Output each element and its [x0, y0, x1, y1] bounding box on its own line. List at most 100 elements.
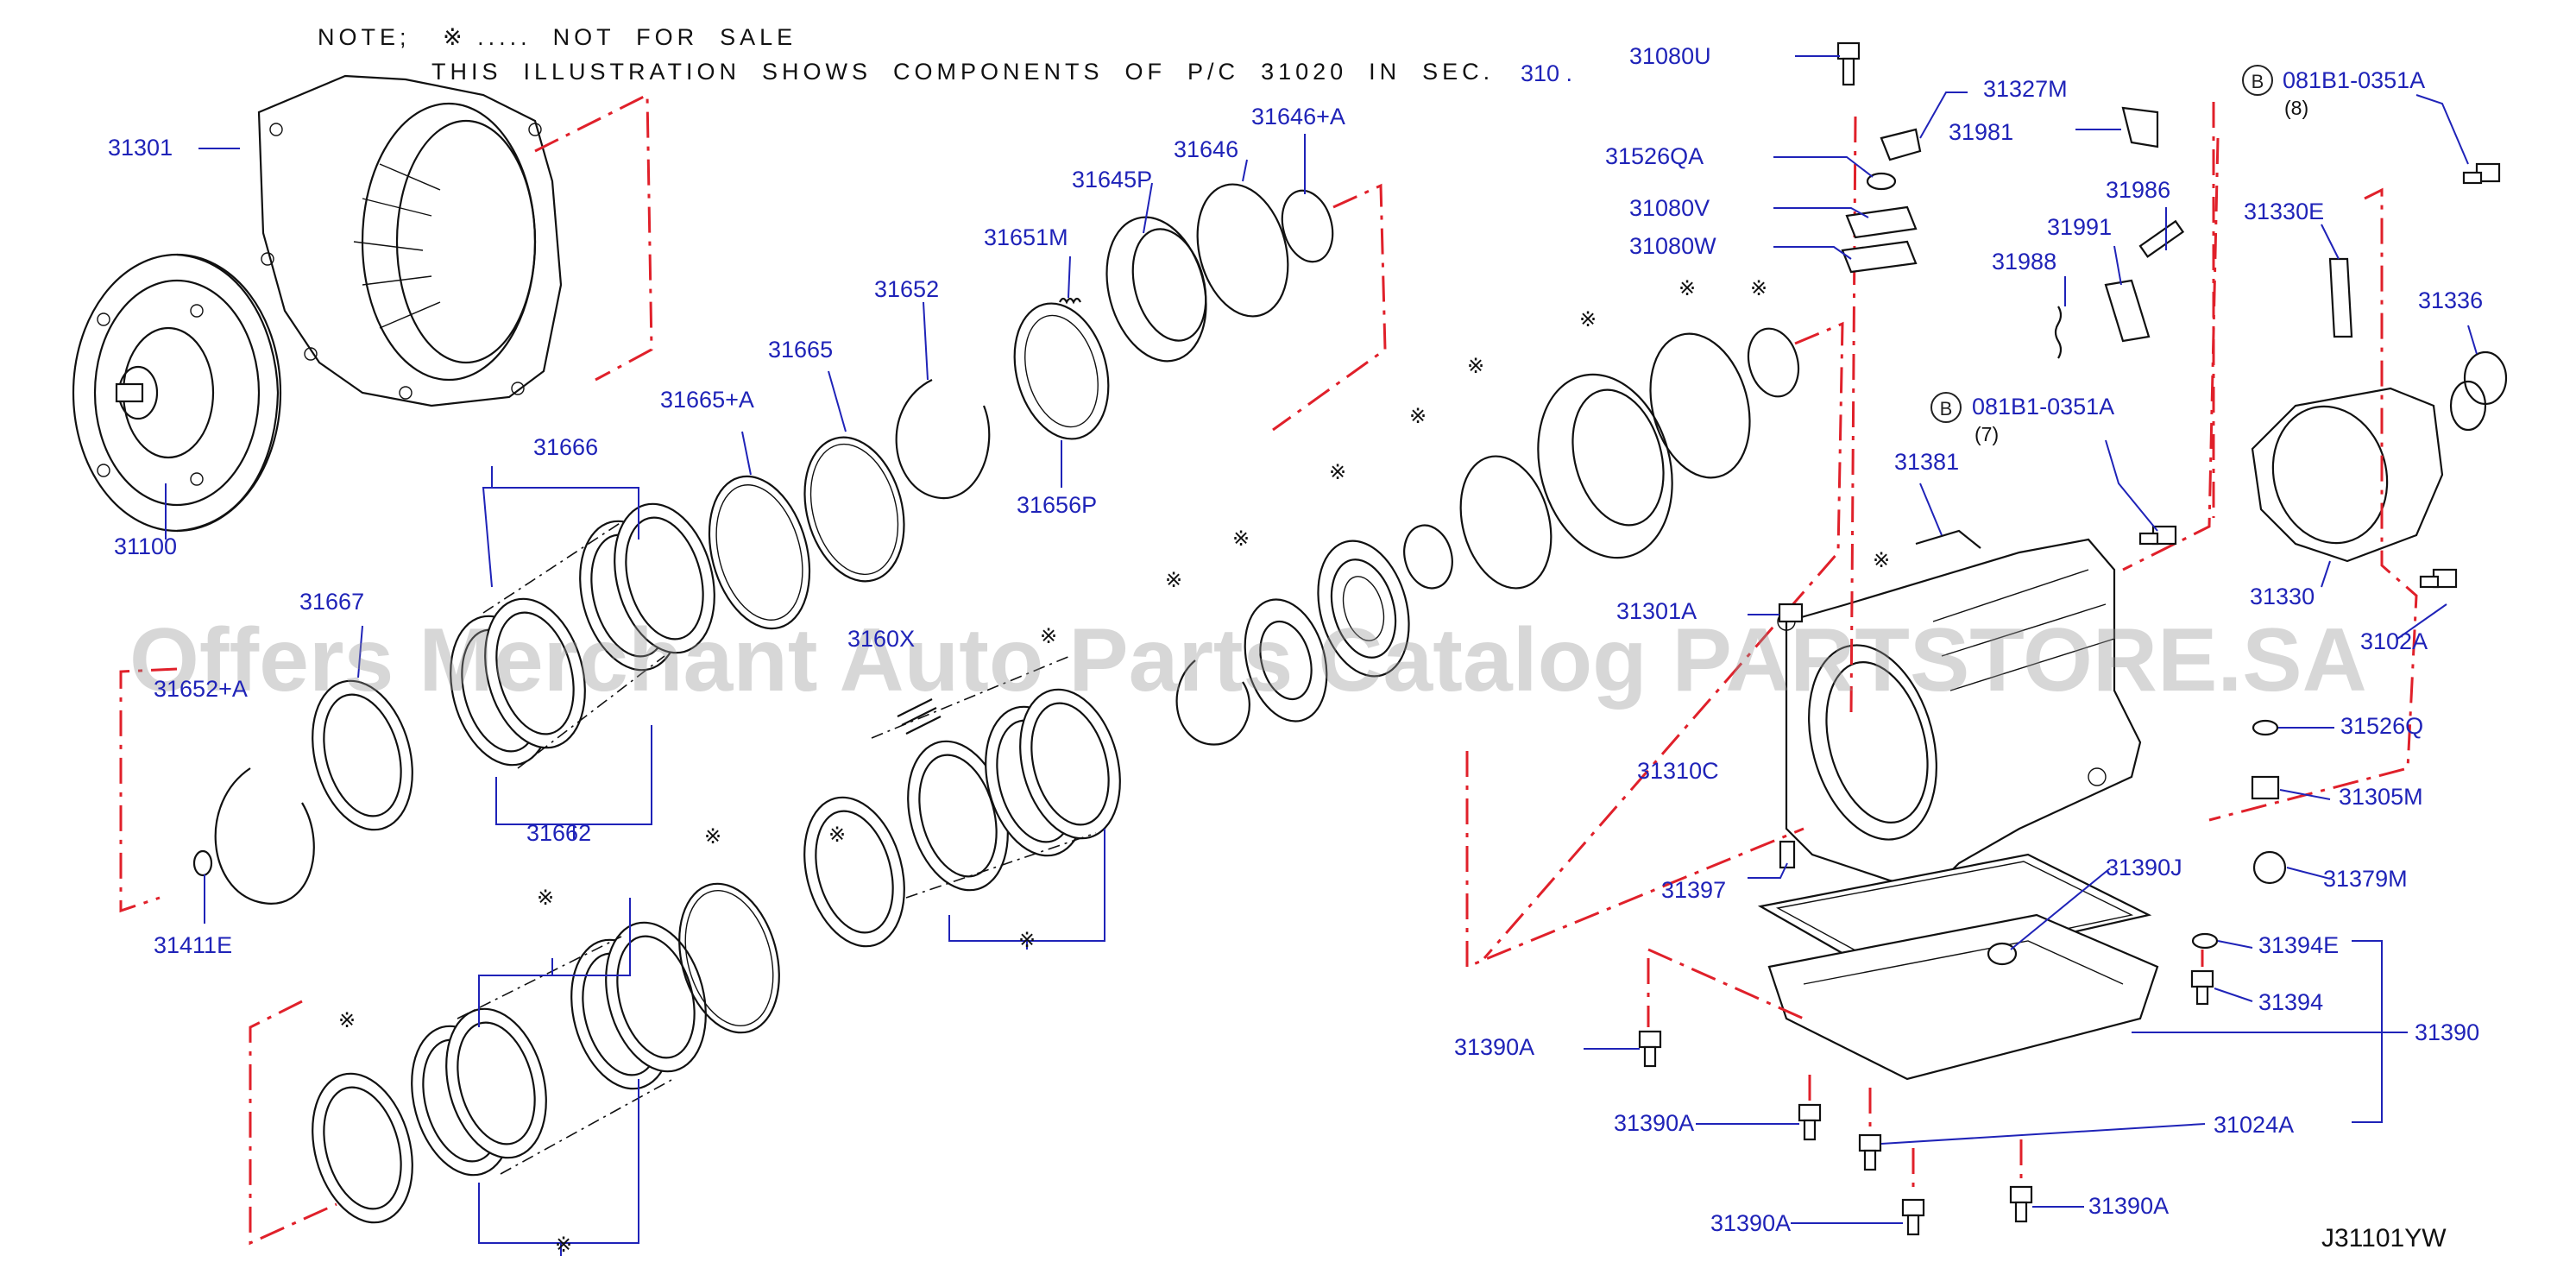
part-label-31080V[interactable]: 31080V — [1629, 195, 1710, 221]
part-label-31024A[interactable]: 31024A — [2214, 1112, 2295, 1138]
transmission-case — [1777, 538, 2142, 891]
spring-31651M — [1059, 297, 1081, 305]
part-label-3102A[interactable]: 3102A — [2360, 628, 2428, 654]
not-for-sale-note: NOTE; ※ ..... NOT FOR SALE — [318, 24, 797, 50]
part-label-31390A-3[interactable]: 31390A — [1710, 1210, 1792, 1236]
phantom-line-piston — [1272, 183, 1387, 432]
pin-31986 — [2138, 219, 2185, 258]
part-label-31652A[interactable]: 31652+A — [154, 676, 248, 702]
seal-31394E — [2191, 932, 2219, 950]
snap-ring-middle — [1175, 659, 1250, 746]
part-label-31305M[interactable]: 31305M — [2339, 784, 2423, 810]
clutch-pack-middle — [871, 655, 1121, 899]
phantom-line-left — [119, 667, 178, 913]
svg-text:※: ※ — [537, 887, 554, 910]
seal-31526QA — [1866, 172, 1897, 191]
svg-text:※: ※ — [1018, 929, 1036, 952]
part-label-31394[interactable]: 31394 — [2258, 989, 2324, 1015]
bracket-31666 — [482, 466, 639, 588]
part-label-31986[interactable]: 31986 — [2106, 177, 2171, 203]
bracket-31330E — [2328, 257, 2353, 338]
ring-small-upper — [1747, 327, 1800, 398]
part-label-31662[interactable]: 31662 — [526, 820, 592, 846]
part-label-31100[interactable]: 31100 — [114, 533, 178, 559]
bracket-middle — [948, 829, 1105, 950]
o-ring-31411E — [192, 849, 213, 877]
spring-retainer-31656P — [1013, 302, 1110, 440]
gasket-31327M — [1880, 128, 1922, 161]
part-qty-7: (7) — [1975, 423, 2000, 445]
part-label-31301A[interactable]: 31301A — [1616, 598, 1697, 624]
tube-31381 — [1915, 529, 1981, 549]
part-label-31381[interactable]: 31381 — [1894, 449, 1960, 475]
part-label-31667[interactable]: 31667 — [299, 589, 365, 615]
part-label-31390A-2[interactable]: 31390A — [1614, 1110, 1695, 1136]
part-label-31394E[interactable]: 31394E — [2258, 932, 2340, 958]
plug-31305M — [2251, 775, 2280, 800]
section-reference[interactable]: 310 . — [1521, 60, 1573, 86]
part-label-31336[interactable]: 31336 — [2418, 287, 2484, 313]
part-label-081B1-0351A-7[interactable]: 081B1-0351A — [1972, 394, 2115, 420]
part-label-31411E[interactable]: 31411E — [154, 932, 233, 958]
part-label-31301[interactable]: 31301 — [108, 135, 173, 161]
part-label-31666[interactable]: 31666 — [533, 434, 599, 460]
part-label-31327M[interactable]: 31327M — [1983, 76, 2068, 102]
part-label-31645P[interactable]: 31645P — [1072, 167, 1153, 192]
svg-text:※: ※ — [828, 824, 846, 847]
magnet-31390J — [1987, 942, 2018, 966]
svg-text:※: ※ — [1750, 277, 1767, 300]
clutch-pack-31666 — [450, 502, 715, 769]
part-label-3160X[interactable]: 3160X — [847, 626, 916, 652]
clutch-plate-lower-left — [312, 1072, 413, 1224]
part-label-31379M[interactable]: 31379M — [2323, 866, 2408, 892]
dowel-31397 — [1779, 840, 1796, 869]
svg-text:※: ※ — [1579, 308, 1597, 331]
torque-converter — [72, 253, 282, 533]
spring-3160X — [897, 698, 942, 735]
part-label-31651M[interactable]: 31651M — [984, 224, 1068, 250]
converter-housing — [257, 74, 563, 407]
part-label-31330E[interactable]: 31330E — [2244, 199, 2325, 224]
part-label-31390[interactable]: 31390 — [2415, 1019, 2480, 1045]
part-label-31646A[interactable]: 31646+A — [1251, 104, 1345, 129]
snap-ring-31652A — [214, 767, 315, 905]
svg-text:※: ※ — [1873, 549, 1890, 572]
part-label-31390A-1[interactable]: 31390A — [1454, 1034, 1535, 1060]
bolt-badge-icon: B — [1930, 392, 1962, 423]
bolt-31024A — [1858, 1133, 1882, 1171]
part-label-31665[interactable]: 31665 — [768, 337, 834, 363]
part-label-31080U[interactable]: 31080U — [1629, 43, 1711, 69]
part-label-31310C[interactable]: 31310C — [1637, 758, 1719, 784]
part-label-31397[interactable]: 31397 — [1661, 877, 1727, 903]
svg-text:※: ※ — [1040, 625, 1057, 648]
phantom-line-extension — [2122, 137, 2418, 822]
part-label-31526Q[interactable]: 31526Q — [2340, 713, 2424, 739]
part-label-31988[interactable]: 31988 — [1992, 249, 2057, 274]
clutch-plate-lower-middle — [803, 796, 905, 948]
bolt-31390A-3 — [1901, 1198, 1925, 1236]
bolt-3102A — [2419, 568, 2458, 589]
svg-text:※: ※ — [704, 825, 721, 849]
part-label-31981[interactable]: 31981 — [1949, 119, 2014, 145]
part-label-081B1-0351A-8[interactable]: 081B1-0351A — [2283, 67, 2426, 93]
svg-text:※: ※ — [1329, 461, 1346, 484]
part-label-31080W[interactable]: 31080W — [1629, 233, 1716, 259]
plug-31379M — [2252, 850, 2287, 885]
part-label-31665A[interactable]: 31665+A — [660, 387, 754, 413]
phantom-line-case — [1465, 751, 1804, 969]
gasket-31080W — [1841, 240, 1918, 274]
part-label-31646[interactable]: 31646 — [1174, 136, 1239, 162]
part-label-31390J[interactable]: 31390J — [2106, 855, 2182, 880]
part-label-31330[interactable]: 31330 — [2250, 584, 2315, 609]
part-label-31390A-4[interactable]: 31390A — [2088, 1193, 2170, 1219]
part-label-31526QA[interactable]: 31526QA — [1605, 143, 1704, 169]
part-label-31991[interactable]: 31991 — [2047, 214, 2113, 240]
clutch-plate-31667 — [312, 679, 413, 831]
part-label-31652[interactable]: 31652 — [874, 276, 940, 302]
part-label-31656P[interactable]: 31656P — [1017, 492, 1098, 518]
cover-31981 — [2121, 106, 2159, 148]
bolt-081B1-8 — [2462, 162, 2501, 185]
oil-pan — [1767, 913, 2159, 1081]
spring-31988 — [2054, 306, 2063, 359]
